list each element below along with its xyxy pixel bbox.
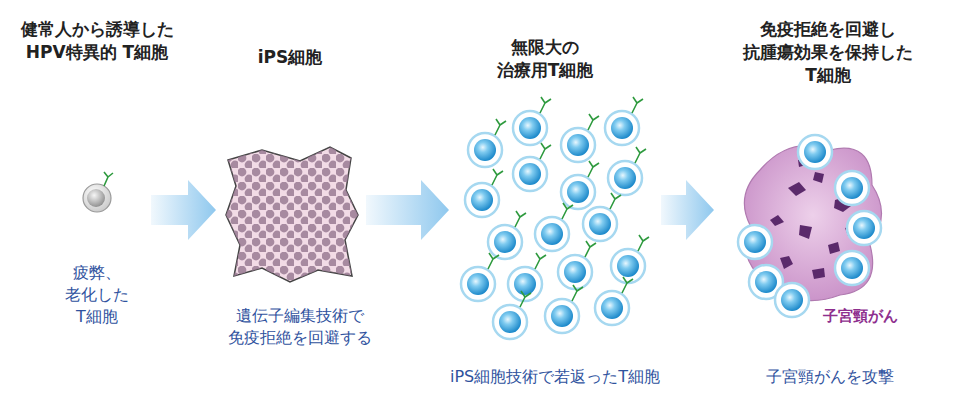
stage-heading: 無限大の 治療用T細胞 xyxy=(497,36,594,82)
stage-heading: iPS細胞 xyxy=(258,46,323,69)
stage-caption: 遺伝子編集技術で 免疫拒絶を回避する xyxy=(228,305,372,349)
t-cell-cluster xyxy=(461,97,649,339)
stage-caption: 子宮頸がんを攻撃 xyxy=(766,366,894,388)
stage-node: 無限大の 治療用T細胞iPS細胞技術で若返ったT細胞 xyxy=(455,100,655,340)
stage-caption: 疲弊、老化した T細胞 xyxy=(65,262,129,328)
aged-t-cell xyxy=(83,172,113,212)
flow-arrow xyxy=(366,180,449,240)
ips-cell xyxy=(226,147,358,282)
stage-node: 免疫拒絶を回避し 抗腫瘍効果を保持した T細胞子宮頸がん子宮頸がんを攻撃 xyxy=(720,120,900,320)
flow-arrow xyxy=(661,180,714,240)
cancer-label: 子宮頸がん xyxy=(823,306,898,326)
stage-heading: 健常人から誘導した HPV特異的 T細胞 xyxy=(21,18,174,64)
stage-caption: iPS細胞技術で若返ったT細胞 xyxy=(450,366,660,388)
stage-heading: 免疫拒絶を回避し 抗腫瘍効果を保持した T細胞 xyxy=(743,18,913,87)
cervical-cancer xyxy=(738,135,882,317)
flow-arrow xyxy=(151,180,216,240)
stage-node: 健常人から誘導した HPV特異的 T細胞疲弊、老化した T細胞 xyxy=(45,160,145,250)
stage-node: iPS細胞遺伝子編集技術で 免疫拒絶を回避する xyxy=(222,145,360,285)
